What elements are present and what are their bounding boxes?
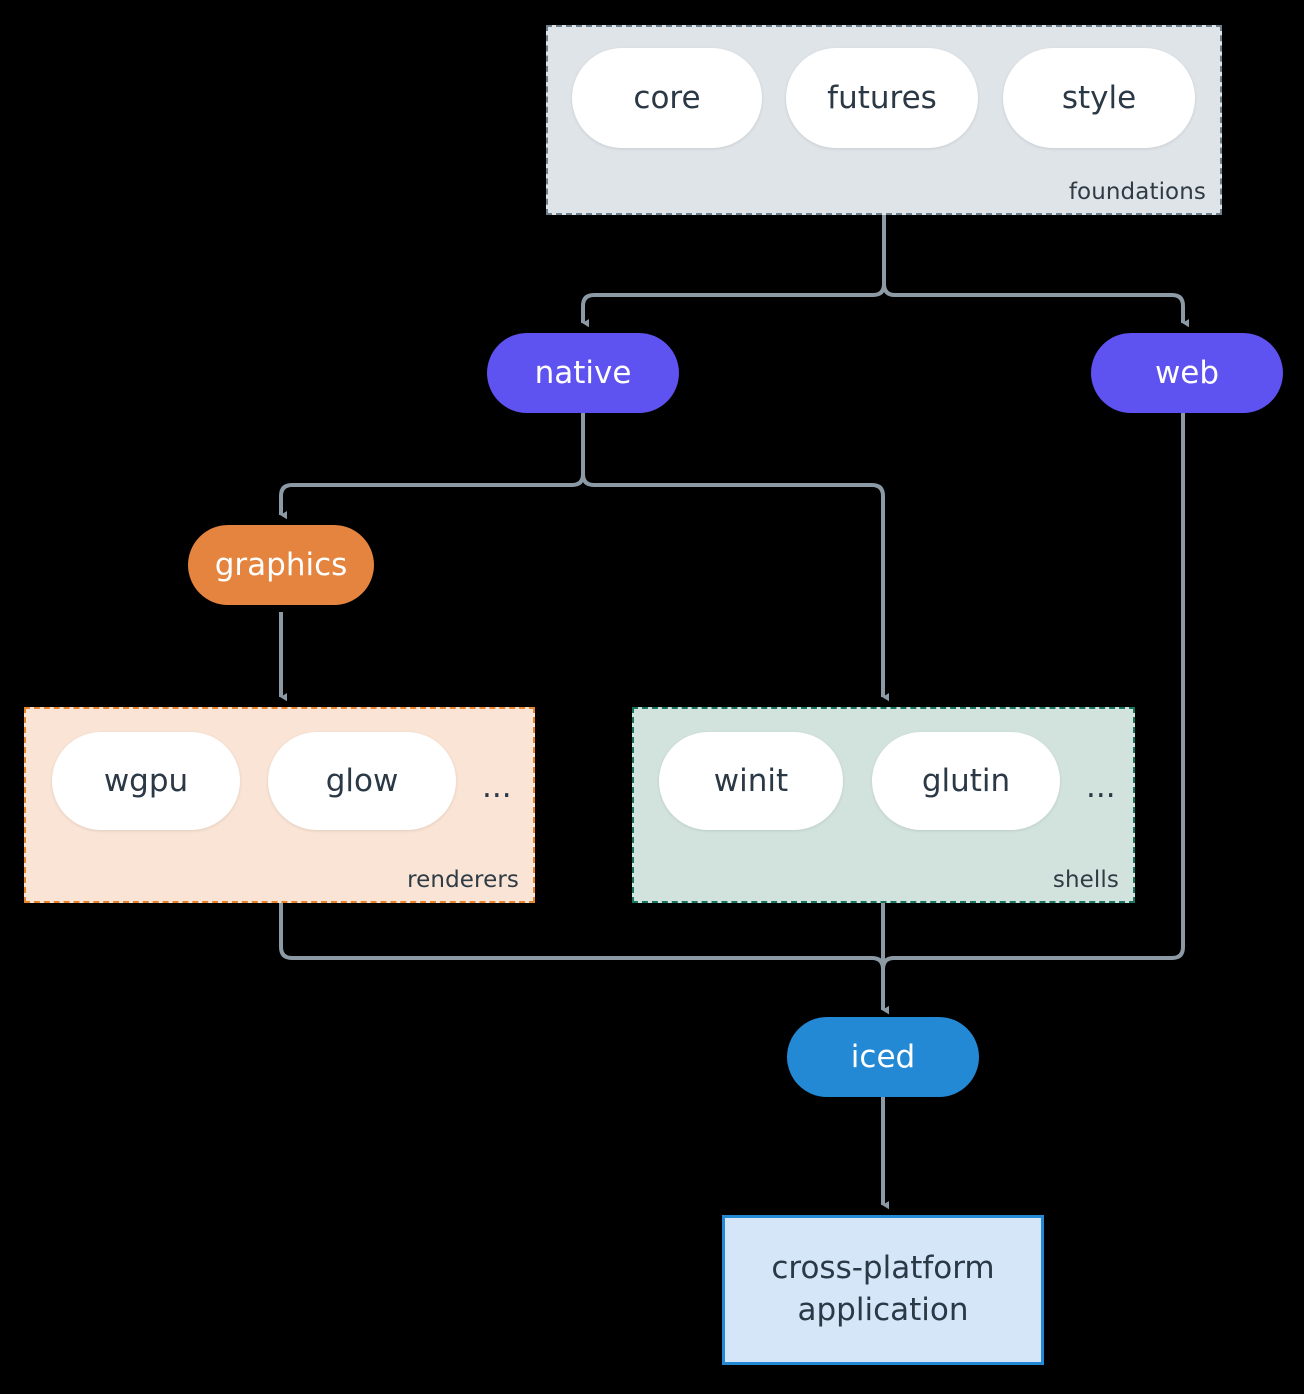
node-native[interactable]: native xyxy=(487,333,679,413)
chip-winit[interactable]: winit xyxy=(659,732,843,830)
group-shells-label: shells xyxy=(1052,867,1119,893)
chip-glutin[interactable]: glutin xyxy=(872,732,1060,830)
edge-foundations-to-web xyxy=(882,215,1190,328)
edge-renderers-to-iced xyxy=(279,903,890,1015)
edge-native-to-shells xyxy=(581,412,890,702)
node-web[interactable]: web xyxy=(1091,333,1283,413)
renderers-overflow-ellipsis: ... xyxy=(482,769,512,805)
node-iced-label: iced xyxy=(850,1039,916,1075)
node-web-label: web xyxy=(1154,355,1220,391)
node-graphics[interactable]: graphics xyxy=(188,525,374,605)
chip-futures-label: futures xyxy=(827,80,937,116)
chip-glow[interactable]: glow xyxy=(268,732,456,830)
node-graphics-label: graphics xyxy=(214,547,348,583)
chip-wgpu-label: wgpu xyxy=(103,763,189,799)
edge-native-to-graphics xyxy=(279,412,585,520)
node-application[interactable]: cross-platform application xyxy=(722,1215,1044,1365)
node-native-label: native xyxy=(534,355,632,391)
group-foundations-label: foundations xyxy=(1068,179,1206,205)
node-application-line1: cross-platform xyxy=(771,1250,995,1287)
node-application-line2: application xyxy=(797,1292,969,1328)
chip-futures[interactable]: futures xyxy=(786,48,978,148)
shells-overflow-ellipsis: ... xyxy=(1086,769,1116,805)
chip-wgpu[interactable]: wgpu xyxy=(52,732,240,830)
chip-glow-label: glow xyxy=(325,763,399,799)
chip-style-label: style xyxy=(1061,80,1137,116)
group-renderers-label: renderers xyxy=(407,867,519,893)
chip-style[interactable]: style xyxy=(1003,48,1195,148)
chip-glutin-label: glutin xyxy=(921,763,1011,799)
edge-foundations-to-native xyxy=(581,215,886,328)
chip-winit-label: winit xyxy=(713,763,789,799)
chip-core[interactable]: core xyxy=(572,48,762,148)
chip-core-label: core xyxy=(633,80,701,116)
node-iced[interactable]: iced xyxy=(787,1017,979,1097)
